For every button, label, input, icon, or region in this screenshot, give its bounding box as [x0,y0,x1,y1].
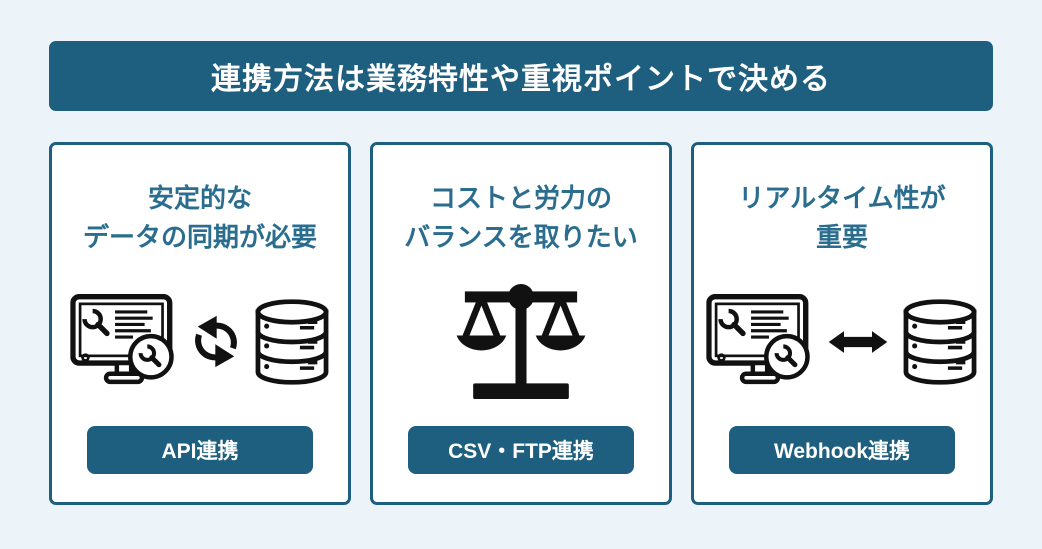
card-webhook: リアルタイム性が 重要 Webhook連携 [691,142,993,505]
page-title: 連携方法は業務特性や重視ポイントで決める [211,63,831,96]
card-webhook-title: リアルタイム性が 重要 [738,179,945,257]
balance-scale-icon [452,283,590,401]
card-csv-ftp-illustration [381,257,661,426]
card-api-title-line1: 安定的な [147,183,252,213]
card-csv-ftp-title: コストと労力の バランスを取りたい [404,179,637,257]
webhook-label-badge: Webhook連携 [729,426,955,474]
monitor-wrench-icon [706,294,814,389]
sync-arrows-icon [191,313,241,370]
card-webhook-illustration [702,257,982,426]
database-icon [254,299,330,385]
double-arrow-icon [827,328,889,356]
header-banner: 連携方法は業務特性や重視ポイントで決める [49,41,993,111]
cards-row: 安定的な データの同期が必要 API連携 コストと労力の バランスを取りたい C… [49,142,993,505]
card-csv-ftp-title-line1: コストと労力の [429,183,612,213]
card-webhook-title-line1: リアルタイム性が [738,183,946,213]
api-label-badge: API連携 [87,426,313,474]
card-api-title: 安定的な データの同期が必要 [83,179,317,257]
card-csv-ftp-title-line2: バランスを取りたい [404,222,638,252]
card-api-title-line2: データの同期が必要 [82,222,317,252]
database-icon [902,299,978,385]
monitor-wrench-icon [70,294,178,389]
card-webhook-title-line2: 重要 [815,222,868,252]
card-csv-ftp: コストと労力の バランスを取りたい CSV・FTP連携 [370,142,672,505]
card-api-illustration [60,257,340,426]
csv-ftp-label-badge: CSV・FTP連携 [408,426,634,474]
card-api: 安定的な データの同期が必要 API連携 [49,142,351,505]
